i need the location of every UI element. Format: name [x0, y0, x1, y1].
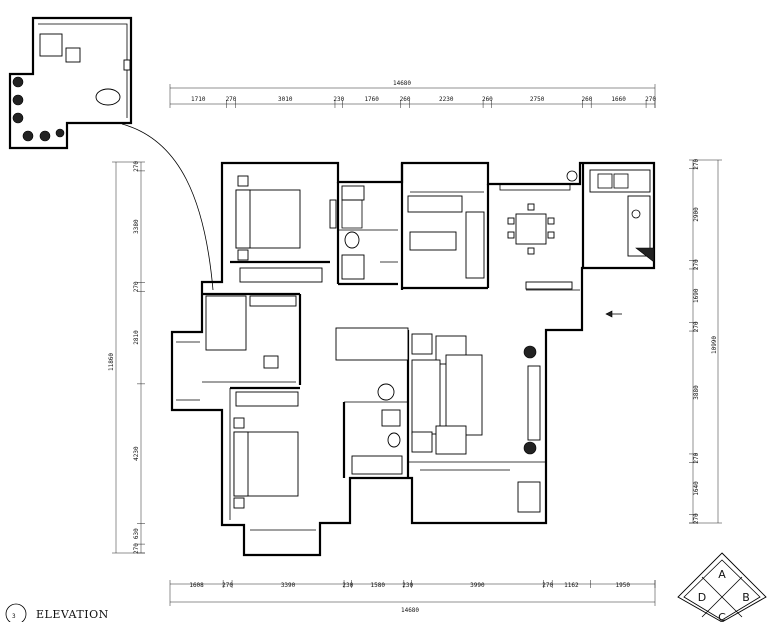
- dimension-segment-label: 230: [402, 582, 413, 589]
- dimension-segment-label: 2900: [693, 207, 700, 222]
- dimension-segment-label: 1690: [693, 288, 700, 303]
- exterior-walls: [170, 161, 656, 557]
- cabinet-icon: [409, 231, 457, 251]
- dimension-segment-label: 260: [581, 96, 592, 103]
- dimension-segment-label: 270: [693, 321, 700, 332]
- kitchen: [407, 195, 485, 279]
- plant-icon: [523, 441, 537, 455]
- counter-icon: [407, 195, 463, 213]
- left-overall-dimension: 11860: [108, 353, 115, 371]
- dimension-segment-label: 1608: [189, 582, 204, 589]
- dimension-segment-label: 3990: [470, 582, 485, 589]
- dimension-segment-label: 1580: [371, 582, 386, 589]
- compass-label-c: C: [718, 611, 726, 622]
- left-dimension: 11860 270 3380 270 2810 4230 630 270: [108, 161, 145, 554]
- dimension-segment-label: 3390: [281, 582, 296, 589]
- dimension-segment-label: 270: [226, 96, 237, 103]
- sofa-icon: [411, 359, 441, 435]
- top-overall-dimension: 14680: [393, 80, 411, 87]
- dimension-segment-label: 260: [400, 96, 411, 103]
- dimension-segment-label: 2750: [530, 96, 545, 103]
- dimension-segment-label: 270: [133, 543, 140, 554]
- dimension-segment-label: 270: [693, 259, 700, 270]
- dimension-segment-label: 270: [693, 452, 700, 463]
- sink-icon: [589, 169, 651, 193]
- bathroom-1: [341, 185, 398, 280]
- dimension-segment-label: 270: [645, 96, 656, 103]
- dimension-segment-label: 1640: [693, 481, 700, 496]
- desk-icon: [39, 33, 63, 57]
- nightstand-icon: [233, 417, 245, 429]
- toilet-icon: [344, 231, 360, 249]
- compass-label-b: B: [742, 591, 750, 604]
- dimension-segment-label: 270: [222, 582, 233, 589]
- dimension-segment-label: 270: [693, 513, 700, 524]
- bedroom-2: [233, 391, 316, 531]
- dimension-segment-label: 3880: [693, 385, 700, 400]
- dimension-segment-label: 3380: [133, 219, 140, 234]
- bathtub-icon: [351, 455, 403, 475]
- living-room: [335, 310, 622, 513]
- dining-table-icon: [515, 213, 547, 245]
- dimension-segment-label: 230: [333, 96, 344, 103]
- bedroom-1: [235, 175, 337, 283]
- dimension-segment-label: 1760: [364, 96, 379, 103]
- dimension-segment-label: 4230: [133, 446, 140, 461]
- nightstand-icon: [237, 175, 249, 187]
- dimension-segment-label: 630: [133, 528, 140, 539]
- wardrobe-icon: [239, 267, 323, 283]
- dimension-segment-label: 270: [133, 281, 140, 292]
- dimension-segment-label: 270: [542, 582, 553, 589]
- office-chair-icon: [65, 47, 81, 63]
- washbasin-icon: [341, 254, 365, 280]
- toilet-icon: [387, 432, 401, 448]
- dimension-segment-label: 3010: [278, 96, 293, 103]
- coffee-table-icon: [445, 354, 483, 436]
- chair-icon: [263, 355, 279, 369]
- top-dimension: 14680 1710 270 3010 230 1760 260 2230 260 2750 26…: [169, 80, 656, 108]
- svg-text:3: 3: [12, 613, 16, 620]
- elevation-key-compass: A B C D: [677, 552, 767, 622]
- bottom-dimension: 14680 1608 270 3390 230 1580 230 3990 270 1162 19…: [169, 580, 656, 614]
- wardrobe-icon: [235, 391, 299, 407]
- dimension-segment-label: 1950: [616, 582, 631, 589]
- dimension-segment-label: 2810: [133, 330, 140, 345]
- dimension-segment-label: 1660: [611, 96, 626, 103]
- bookshelf-icon: [249, 295, 297, 307]
- armchair-icon: [411, 333, 433, 355]
- shoe-cabinet-icon: [335, 327, 409, 361]
- shower-icon: [341, 199, 363, 229]
- dining-area: [499, 183, 573, 290]
- bottom-overall-dimension: 14680: [401, 607, 419, 614]
- stove-icon: [627, 195, 651, 257]
- balcony-study-inset: [8, 16, 133, 150]
- tv-cabinet-icon: [527, 365, 541, 441]
- dimension-segment-label: 270: [133, 161, 140, 172]
- detail-leader-line: [121, 123, 214, 291]
- right-dimension: 10990 270 2900 270 1690 270 3880 270 1640 270: [689, 158, 722, 524]
- plant-icon: [12, 76, 65, 142]
- drawing-title: ELEVATION: [36, 608, 109, 621]
- dimension-segment-label: 2230: [439, 96, 454, 103]
- elevation-label: 3 ELEVATION: [5, 603, 109, 622]
- washbasin-icon: [381, 409, 401, 427]
- compass-label-a: A: [718, 568, 726, 581]
- dimension-segment-label: 270: [693, 158, 700, 169]
- lounge-chair-icon: [95, 88, 121, 106]
- right-overall-dimension: 10990: [711, 336, 718, 354]
- study-room: [176, 295, 297, 401]
- dimension-segment-label: 260: [482, 96, 493, 103]
- compass-label-d: D: [698, 591, 706, 604]
- bathroom-2: [351, 383, 403, 475]
- dimension-segment-label: 230: [342, 582, 353, 589]
- kitchen-right: [566, 169, 655, 263]
- plant-icon: [523, 345, 537, 359]
- study-desk-icon: [205, 295, 247, 351]
- dimension-segment-label: 1710: [191, 96, 206, 103]
- dimension-segment-label: 1162: [564, 582, 579, 589]
